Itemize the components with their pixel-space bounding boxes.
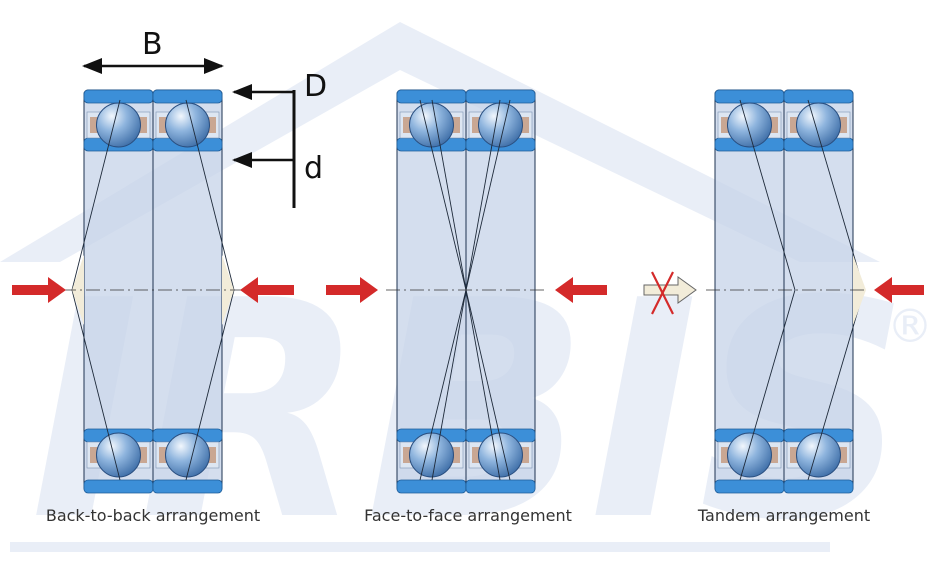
ball [727,432,772,478]
cage-right [768,117,778,133]
cage-left [472,117,482,133]
cage-left [721,447,731,463]
cage-left [403,447,413,463]
cross-mark-stroke [651,271,674,315]
outer-ring [783,89,854,104]
cage-right [837,117,847,133]
outer-ring [396,479,467,494]
watermark-registered-mark: ® [887,299,933,353]
ball [796,432,841,478]
cage-right [519,117,529,133]
watermark-underline [10,542,830,552]
bearing-pair-back-to-back [83,89,223,494]
outer-ring [152,89,223,104]
contact-line-left [739,99,796,481]
outer-ring [83,479,154,494]
ball [165,432,210,478]
ball [96,432,141,478]
load-arrow-right [326,277,378,303]
ball [409,432,454,478]
diameter-dimension [232,84,296,208]
load-arrow-left [874,277,924,303]
cage-right [768,447,778,463]
ball [96,102,141,148]
cage-left [403,117,413,133]
ball [478,432,523,478]
caption-tandem: Tandem arrangement [697,506,871,525]
cage-right [450,117,460,133]
single-bearing [83,89,154,494]
ball [727,102,772,148]
single-bearing [465,89,536,494]
ball [409,102,454,148]
outer-ring [714,479,785,494]
contact-angle-lines [62,99,868,481]
load-arrow-right [12,277,66,303]
outer-ring [465,479,536,494]
cage-left [159,447,169,463]
cage-right [837,447,847,463]
single-bearing [396,89,467,494]
bearing-pairs [83,89,854,494]
outer-ring [465,89,536,104]
cage-left [790,447,800,463]
cage-right [206,117,216,133]
cage-left [721,117,731,133]
cage-left [472,447,482,463]
caption-back-to-back: Back-to-back arrangement [45,506,261,525]
apex-left [72,255,84,325]
cage-left [790,117,800,133]
outer-ring [83,89,154,104]
ball [796,102,841,148]
outer-diameter-label: D [304,69,328,104]
cage-right [519,447,529,463]
outer-ring [783,479,854,494]
blocked-load-arrow [643,276,697,304]
load-arrow-left [240,277,294,303]
single-bearing [714,89,785,494]
bore-diameter-label: d [304,151,324,186]
apex-right [222,255,234,325]
load-arrow-left [555,277,607,303]
bearing-pair-face-to-face [396,89,536,494]
width-label: B [142,27,163,62]
ball [165,102,210,148]
cage-right [450,447,460,463]
single-bearing [783,89,854,494]
cage-left [90,447,100,463]
cage-left [159,117,169,133]
cage-right [137,447,147,463]
bearing-pair-tandem [714,89,854,494]
axial-load-arrows [12,271,924,315]
cage-right [137,117,147,133]
caption-face-to-face: Face-to-face arrangement [364,506,572,525]
ball [478,102,523,148]
outer-ring [396,89,467,104]
cage-right [206,447,216,463]
single-bearing [152,89,223,494]
outer-ring [714,89,785,104]
cage-left [90,117,100,133]
outer-ring [152,479,223,494]
